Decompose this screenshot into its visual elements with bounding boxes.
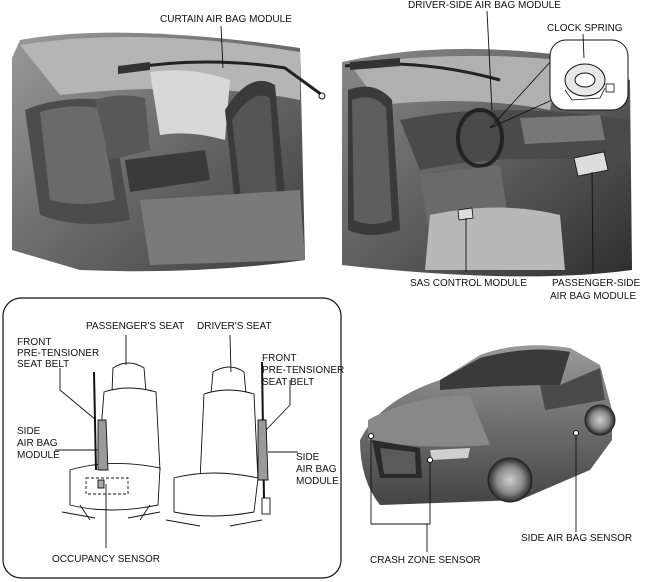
label-front-pretensioner-right-3: SEAT BELT — [262, 377, 314, 388]
label-passengers-seat: PASSENGER'S SEAT — [86, 321, 184, 332]
label-front-pretensioner-right-1: FRONT — [262, 353, 296, 364]
label-sas-control-module: SAS CONTROL MODULE — [410, 278, 527, 289]
label-curtain-air-bag-module: CURTAIN AIR BAG MODULE — [160, 14, 292, 25]
label-occupancy-sensor: OCCUPANCY SENSOR — [52, 554, 160, 565]
label-front-pretensioner-right-2: PRE-TENSIONER — [262, 365, 344, 376]
clock-spring-inset — [489, 39, 629, 129]
label-side-air-bag-sensor: SIDE AIR BAG SENSOR — [521, 533, 632, 544]
driver-seat-drawing — [165, 361, 271, 527]
label-passenger-side-air-bag-module-1: PASSENGER-SIDE — [552, 278, 640, 289]
labels: CURTAIN AIR BAG MODULE DRIVER-SIDE AIR B… — [17, 0, 640, 566]
label-drivers-seat: DRIVER'S SEAT — [197, 321, 272, 332]
rear-interior-illustration — [12, 32, 326, 272]
label-front-pretensioner-left-3: SEAT BELT — [17, 359, 69, 370]
label-side-air-bag-module-left-2: AIR BAG — [17, 438, 58, 449]
leader-lines — [55, 10, 594, 552]
label-side-air-bag-module-left-3: MODULE — [17, 450, 60, 461]
label-front-pretensioner-left-2: PRE-TENSIONER — [17, 348, 99, 359]
label-front-pretensioner-left-1: FRONT — [17, 337, 51, 348]
label-crash-zone-sensor: CRASH ZONE SENSOR — [370, 555, 481, 566]
label-side-air-bag-module-right-2: AIR BAG — [296, 464, 337, 475]
label-clock-spring: CLOCK SPRING — [547, 23, 623, 34]
seats-panel — [2, 297, 342, 579]
label-side-air-bag-module-left-1: SIDE — [17, 426, 41, 437]
passenger-seat-drawing — [61, 362, 161, 521]
label-side-air-bag-module-right-1: SIDE — [296, 452, 320, 463]
vehicle-illustration — [360, 345, 616, 505]
label-side-air-bag-module-right-3: MODULE — [296, 476, 339, 487]
label-driver-side-air-bag-module: DRIVER-SIDE AIR BAG MODULE — [408, 0, 561, 11]
label-passenger-side-air-bag-module-2: AIR BAG MODULE — [550, 291, 636, 302]
